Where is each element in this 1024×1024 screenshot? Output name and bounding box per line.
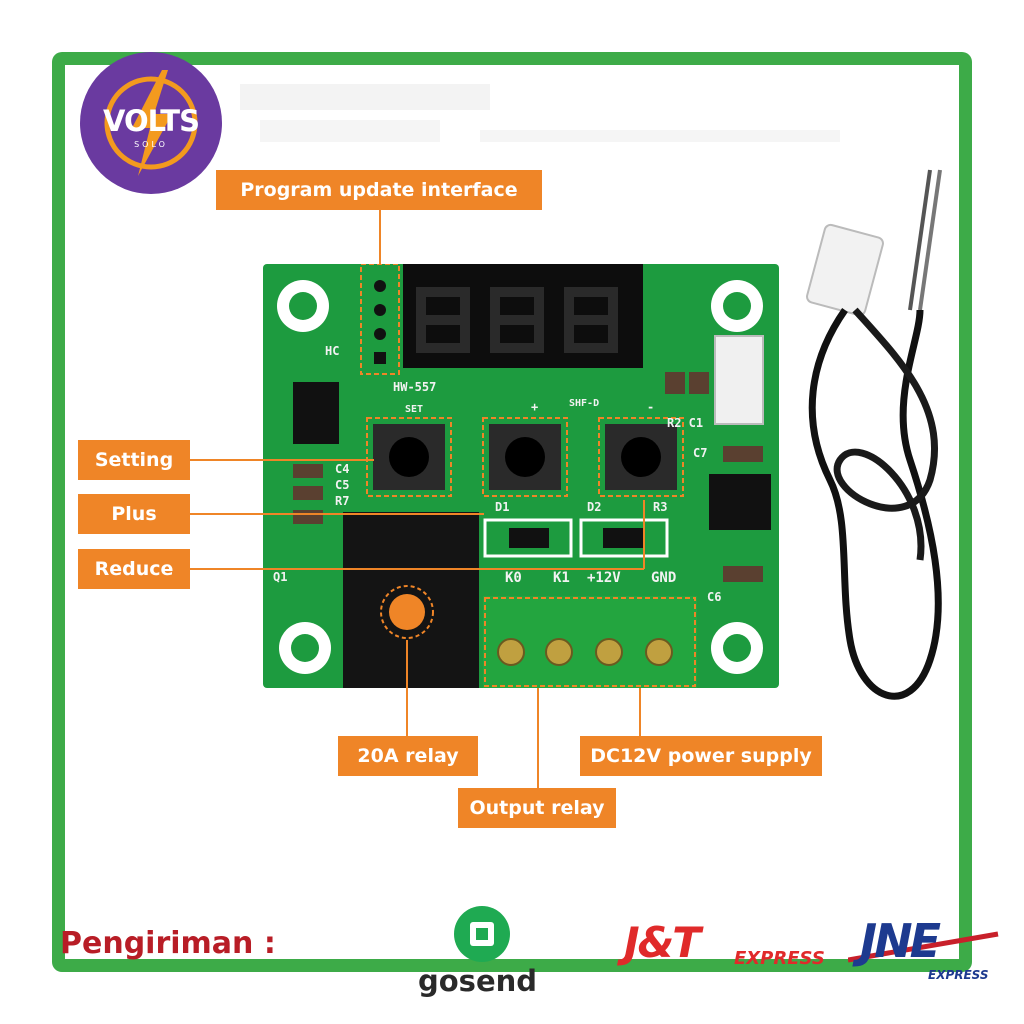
board-label-hc: HC <box>325 344 340 358</box>
board-label-gnd: GND <box>651 570 677 586</box>
board-label-d2: D2 <box>587 500 602 514</box>
board-label-plus: + <box>531 400 539 414</box>
board-label-r2c1: R2 C1 <box>667 416 704 430</box>
board-label-q1: Q1 <box>273 570 288 584</box>
board-label-r7: R7 <box>335 494 350 508</box>
board-label-d1: D1 <box>495 500 510 514</box>
jne-swoosh-icon <box>848 931 999 963</box>
board-label-c4: C4 <box>335 462 350 476</box>
board-label-minus: - <box>647 400 655 414</box>
jne-logo: JNE <box>860 914 941 968</box>
label-dc12v: DC12V power supply <box>580 736 822 776</box>
brand-subname: SOLO <box>134 140 168 149</box>
board-model: HW-557 <box>393 380 437 394</box>
mounting-holes <box>277 280 763 674</box>
buttons <box>373 424 677 490</box>
board-label-r3: R3 <box>653 500 668 514</box>
jt-logo: J&T <box>624 918 701 967</box>
jne-express: EXPRESS <box>928 968 989 982</box>
gosend-icon <box>454 906 510 962</box>
label-setting: Setting <box>78 440 190 480</box>
label-program-update: Program update interface <box>216 170 542 210</box>
board-label-12v: +12V <box>587 570 621 586</box>
board-label-set: SET <box>405 404 424 415</box>
brand-logo: VOLTS SOLO <box>80 52 222 194</box>
board-label-c7: C7 <box>693 446 708 460</box>
pcb-board: HW-557 SET + SHF-D - HC C4 C5 R7 D1 D2 R… <box>263 264 779 688</box>
label-reduce: Reduce <box>78 549 190 589</box>
lightning-icon <box>104 70 198 176</box>
board-label-shf: SHF-D <box>569 398 600 409</box>
board-label-c6: C6 <box>707 590 722 604</box>
gosend-logo: gosend <box>418 964 538 998</box>
label-plus: Plus <box>78 494 190 534</box>
shipping-title: Pengiriman : <box>60 926 276 961</box>
board-label-c5: C5 <box>335 478 350 492</box>
pcb-graphics <box>277 264 771 688</box>
label-20a-relay: 20A relay <box>338 736 478 776</box>
jt-express: EXPRESS <box>734 948 825 969</box>
board-label-k0: K0 <box>505 570 522 586</box>
label-output-relay: Output relay <box>458 788 616 828</box>
board-label-k1: K1 <box>553 570 570 586</box>
brand-name: VOLTS <box>103 104 200 138</box>
temperature-probe <box>806 169 942 700</box>
